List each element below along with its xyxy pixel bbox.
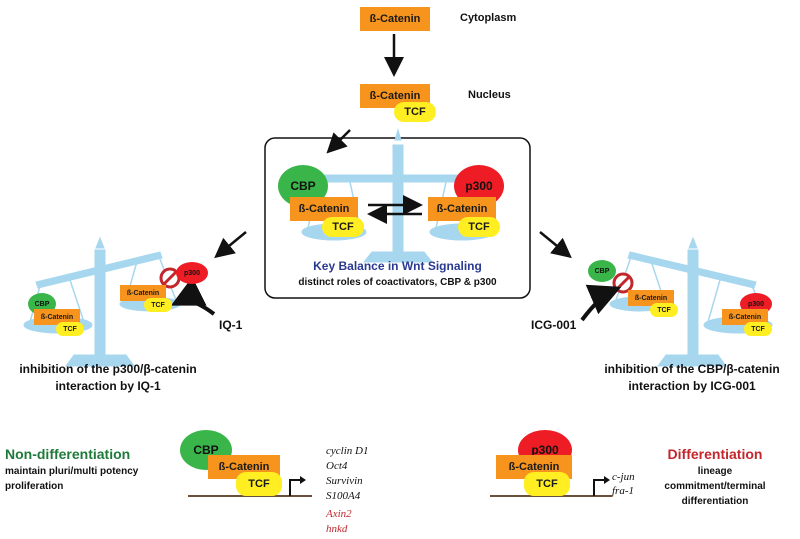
binding-arrow	[326, 129, 351, 154]
right-catenin-a-box: ß-Catenin	[628, 290, 674, 306]
non-diff-line2: proliferation	[5, 481, 64, 492]
gene-survivin: Survivin	[326, 475, 363, 487]
center-left-tcf-box: TCF	[322, 217, 364, 237]
gene-c-jun: c-jun	[612, 471, 635, 483]
differentiation-heading: Differentiation	[667, 446, 763, 462]
icg001-curved-arrow	[580, 284, 622, 322]
right-catenin-b-box: ß-Catenin	[722, 309, 768, 325]
left-promoter-arrow	[289, 476, 306, 496]
gene-s100a4: S100A4	[326, 490, 361, 502]
right-caption-line2: interaction by ICG-001	[628, 379, 756, 393]
bottom-left-tcf-box: TCF	[236, 472, 282, 496]
diff-line3: differentiation	[681, 496, 749, 507]
right-tcf-a-box: TCF	[650, 303, 678, 317]
right-caption-line1: inhibition of the CBP/β-catenin	[604, 362, 780, 376]
non-differentiation-heading: Non-differentiation	[5, 446, 131, 462]
left-caption-line2: interaction by IQ-1	[55, 379, 161, 393]
center-right-catenin-box: ß-Catenin	[428, 197, 496, 221]
gene-cyclin-d1: cyclin D1	[326, 445, 369, 457]
right-promoter-arrow	[593, 476, 610, 496]
iq1-label: IQ-1	[219, 318, 243, 332]
left-tcf-a-box: TCF	[56, 322, 84, 336]
left-caption-line1: inhibition of the p300/β-catenin	[19, 362, 197, 376]
iq1-curved-arrow	[170, 276, 216, 316]
left-tcf-b-box: TCF	[144, 298, 172, 312]
equilibrium-arrows	[367, 195, 423, 224]
nucleus-label: Nucleus	[468, 89, 511, 101]
left-branch-arrow	[214, 231, 247, 259]
bottom-right-tcf-box: TCF	[524, 472, 570, 496]
diff-line2: commitment/terminal	[664, 481, 766, 492]
center-left-catenin-box: ß-Catenin	[290, 197, 358, 221]
nucleus-tcf-box: TCF	[394, 102, 436, 122]
center-subtitle: distinct roles of coactivators, CBP & p3…	[298, 277, 497, 288]
right-branch-arrow	[539, 231, 572, 259]
gene-hnkd: hnkd	[326, 523, 348, 535]
gene-oct4: Oct4	[326, 460, 348, 472]
left-p300-oval: p300	[176, 262, 208, 284]
non-diff-line1: maintain pluri/multi potency	[5, 466, 139, 477]
gene-axin2: Axin2	[326, 508, 352, 520]
icg001-label: ICG-001	[531, 318, 577, 332]
right-cbp-oval: CBP	[588, 260, 616, 282]
right-tcf-b-box: TCF	[744, 322, 772, 336]
cytoplasm-catenin-box: ß-Catenin	[360, 7, 430, 31]
center-title: Key Balance in Wnt Signaling	[313, 259, 482, 273]
left-catenin-b-box: ß-Catenin	[120, 285, 166, 301]
cytoplasm-label: Cytoplasm	[460, 12, 517, 24]
center-right-tcf-box: TCF	[458, 217, 500, 237]
diff-line1: lineage	[697, 466, 733, 477]
gene-fra-1: fra-1	[612, 485, 634, 497]
left-catenin-a-box: ß-Catenin	[34, 309, 80, 325]
